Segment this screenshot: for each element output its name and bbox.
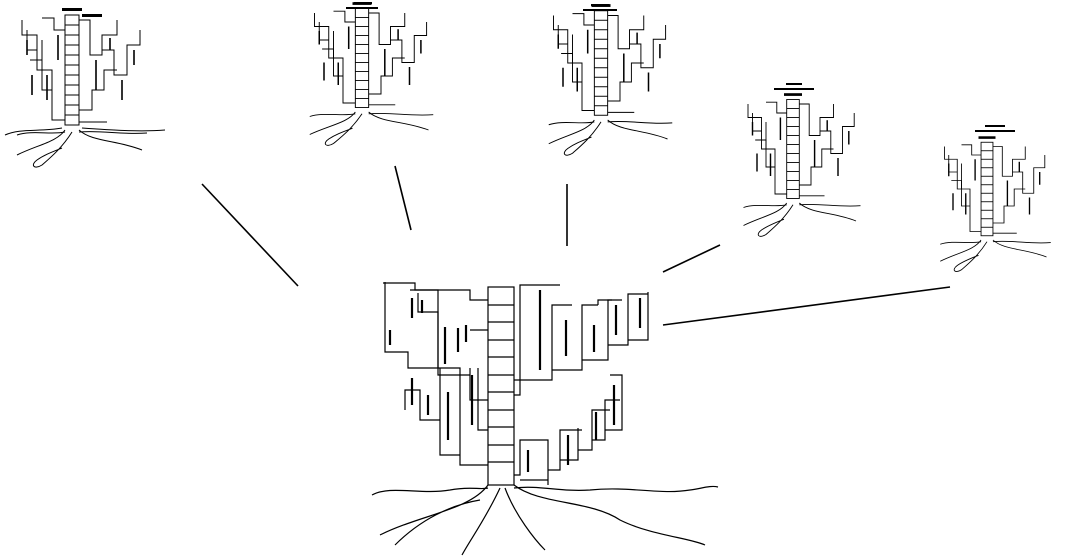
tree-header-mark [774, 88, 814, 90]
tree-header-mark [975, 130, 1015, 132]
tree-header-mark [591, 4, 609, 6]
main-roots [379, 484, 706, 556]
small-tree-5 [939, 135, 1052, 273]
main-ground [371, 485, 719, 496]
connector-line [394, 165, 412, 231]
small-tree-4 [742, 92, 862, 238]
left-branches [383, 282, 488, 466]
small-tree-1 [4, 7, 166, 168]
connector-line [662, 244, 721, 273]
connector-line [662, 286, 951, 326]
connector-line [201, 183, 299, 287]
tree-header-mark [583, 9, 617, 11]
right-upper-branches [514, 284, 649, 396]
tree-header-mark [786, 83, 802, 85]
tree-header-mark [346, 7, 378, 9]
small-tree-3 [547, 3, 674, 156]
main-trunk [487, 286, 515, 486]
main-tree [371, 282, 719, 556]
trunk-segments [488, 304, 514, 463]
tree-header-mark [354, 2, 372, 4]
connector-lines [201, 165, 951, 326]
small-tree-headers [82, 2, 1015, 132]
tree-header-mark [82, 14, 102, 17]
right-lower-branches [514, 374, 623, 485]
tree-header-mark [985, 125, 1005, 127]
main-tree-vertical-marks [388, 290, 642, 472]
small-tree-2 [308, 1, 435, 147]
